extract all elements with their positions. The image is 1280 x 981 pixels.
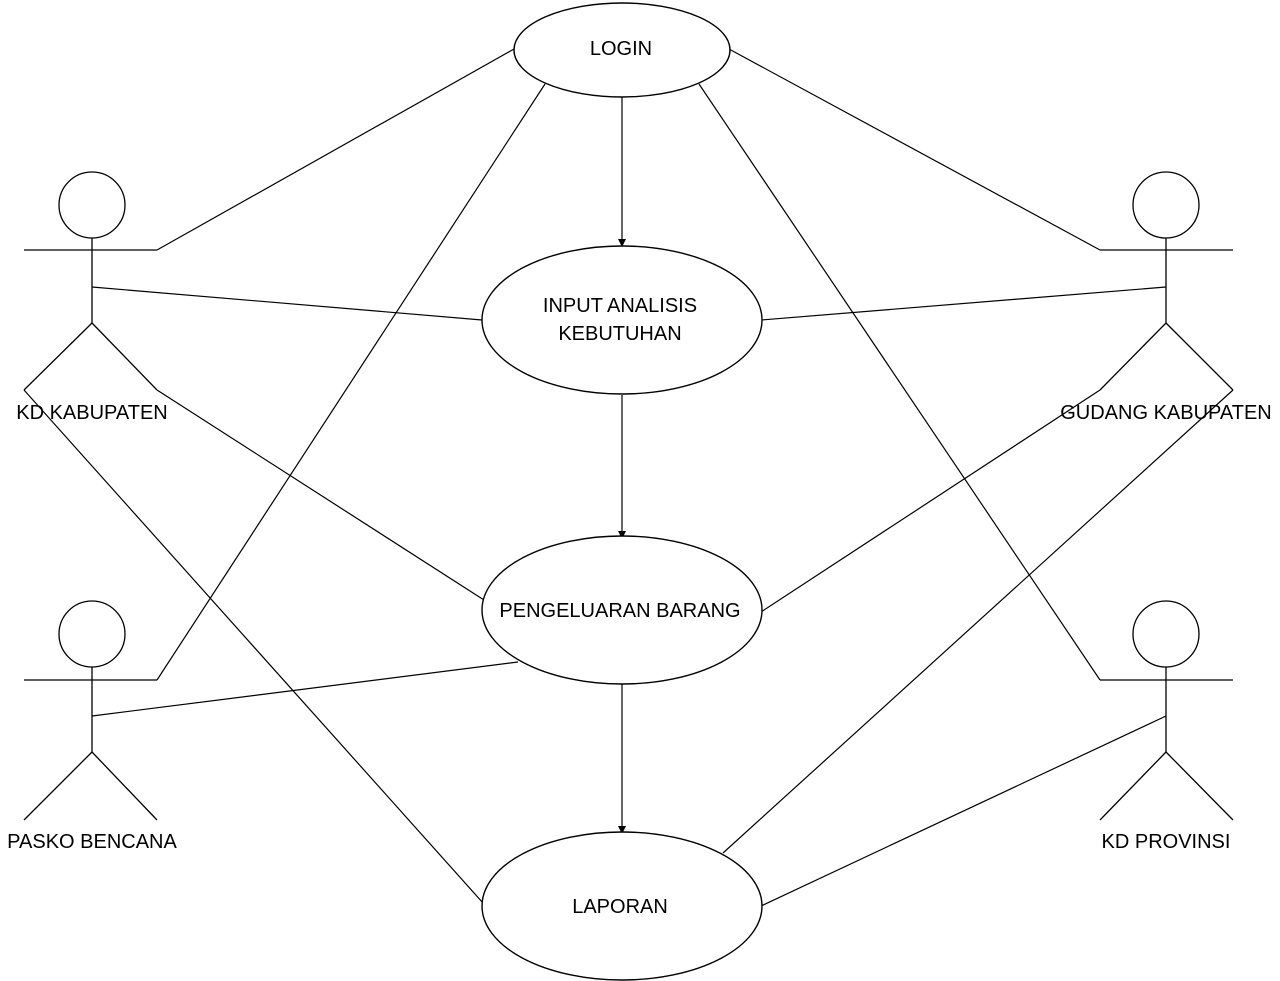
actor-kd-kabupaten-left-leg bbox=[23, 322, 93, 391]
actor-kd-kabupaten-head bbox=[58, 171, 126, 239]
use-case-login[interactable]: LOGIN bbox=[513, 2, 731, 98]
use-case-pengeluaran-label: PENGELUARAN BARANG bbox=[499, 600, 740, 622]
actor-gudang-kabupaten-right-leg bbox=[1165, 322, 1234, 391]
association-kd-kabupaten-pengeluaran bbox=[156, 389, 485, 601]
association-kd-kabupaten-input-analisis bbox=[91, 286, 483, 321]
use-case-input-analisis-kebutuhan[interactable]: INPUT ANALISIS KEBUTUHAN bbox=[481, 245, 763, 395]
association-gudang-kabupaten-pengeluaran bbox=[760, 389, 1101, 613]
use-case-login-label: LOGIN bbox=[590, 38, 652, 60]
actor-kd-kabupaten-label: KD KABUPATEN bbox=[16, 402, 168, 424]
use-case-pengeluaran-ellipse bbox=[481, 535, 763, 685]
actor-kd-provinsi-head bbox=[1132, 600, 1200, 668]
actor-gudang-kabupaten-head bbox=[1132, 171, 1200, 239]
association-gudang-kabupaten-laporan bbox=[722, 389, 1234, 854]
actor-pasko-bencana-right-leg bbox=[91, 751, 158, 821]
use-case-pengeluaran-barang[interactable]: PENGELUARAN BARANG bbox=[481, 535, 763, 685]
association-kd-kabupaten-laporan bbox=[23, 389, 484, 904]
use-case-laporan[interactable]: LAPORAN bbox=[481, 831, 763, 981]
association-gudang-kabupaten-input-analisis bbox=[760, 286, 1167, 321]
use-case-laporan-ellipse bbox=[481, 831, 763, 981]
actor-pasko-bencana[interactable]: PASKO BENCANA bbox=[7, 600, 177, 853]
actor-kd-kabupaten[interactable]: KD KABUPATEN bbox=[16, 171, 168, 424]
association-gudang-kabupaten-login bbox=[728, 48, 1101, 251]
use-case-laporan-label: LAPORAN bbox=[572, 896, 668, 918]
actor-kd-provinsi[interactable]: KD PROVINSI bbox=[1099, 600, 1234, 853]
actor-pasko-bencana-label: PASKO BENCANA bbox=[7, 831, 177, 853]
association-kd-provinsi-login bbox=[698, 83, 1101, 681]
use-case-input-analisis-label-line1: INPUT ANALISIS bbox=[543, 295, 697, 317]
actor-kd-kabupaten-right-leg bbox=[91, 322, 158, 391]
actor-kd-provinsi-right-leg bbox=[1165, 751, 1234, 821]
actor-kd-provinsi-label: KD PROVINSI bbox=[1102, 831, 1231, 853]
actor-kd-provinsi-left-leg bbox=[1099, 751, 1167, 821]
actor-gudang-kabupaten-left-leg bbox=[1099, 322, 1167, 391]
use-case-login-ellipse bbox=[513, 2, 731, 98]
use-case-input-analisis-label-line2: KEBUTUHAN bbox=[558, 323, 681, 345]
actor-pasko-bencana-left-leg bbox=[23, 751, 93, 821]
association-pasko-bencana-login bbox=[156, 83, 546, 681]
actor-pasko-bencana-head bbox=[58, 600, 126, 668]
association-pasko-bencana-pengeluaran bbox=[91, 661, 519, 717]
use-case-input-analisis-ellipse bbox=[481, 245, 763, 395]
actor-gudang-kabupaten-label: GUDANG KABUPATEN bbox=[1060, 402, 1272, 424]
association-kd-kabupaten-login bbox=[156, 48, 515, 251]
association-kd-provinsi-laporan bbox=[760, 715, 1167, 907]
actor-gudang-kabupaten[interactable]: GUDANG KABUPATEN bbox=[1060, 171, 1272, 424]
